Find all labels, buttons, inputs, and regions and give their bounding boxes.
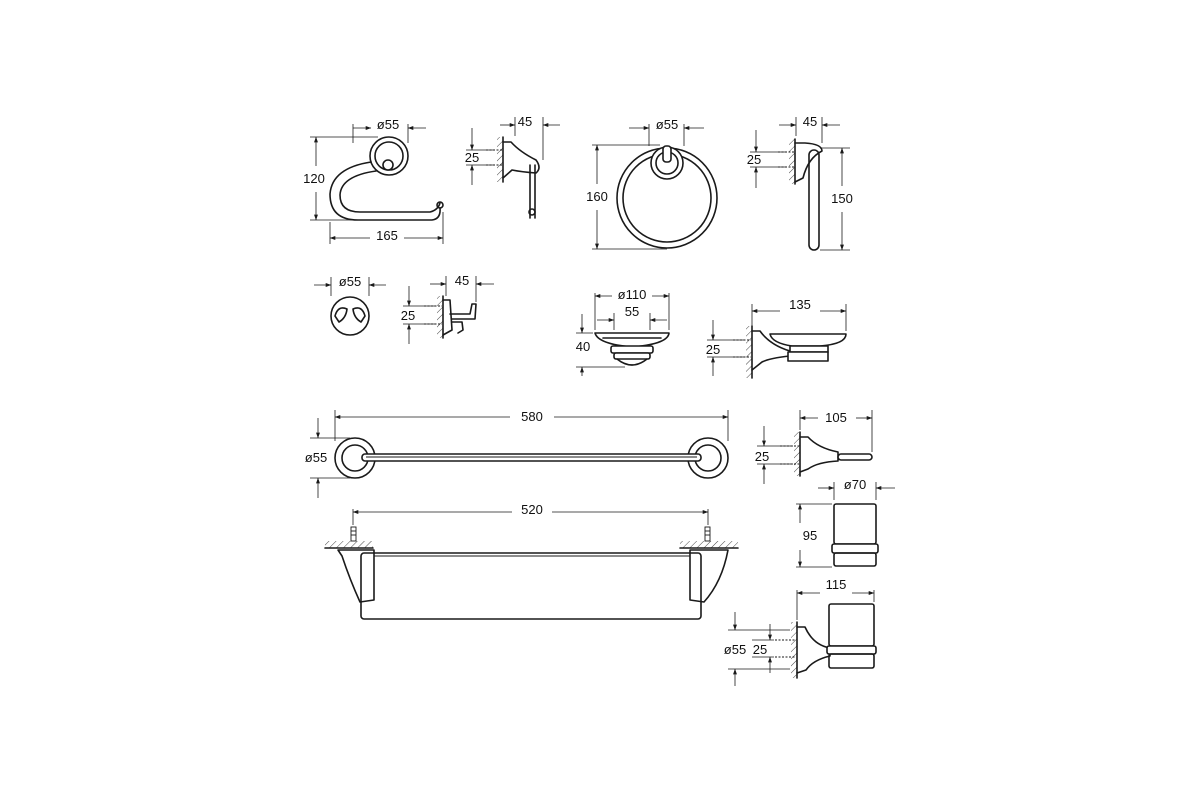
robe-hook-side-depth-label: 45 <box>455 273 469 288</box>
towel-rail-side: 105 25 <box>755 410 873 484</box>
paper-holder-side-fixing-label: 25 <box>465 150 479 165</box>
soap-dish-side-fixing-label: 25 <box>706 342 720 357</box>
robe-hook-front: ø55 <box>314 274 386 336</box>
paper-holder-front: ø55 120 165 <box>303 117 444 244</box>
paper-holder-diameter-label: ø55 <box>377 117 399 132</box>
tumbler-diameter-label: ø70 <box>844 477 866 492</box>
towel-ring-side-fixing-label: 25 <box>747 152 761 167</box>
robe-hook-side: 45 25 <box>401 273 494 344</box>
shelf-fixing-distance-label: 520 <box>521 502 543 517</box>
robe-hook-diameter-label: ø55 <box>339 274 361 289</box>
tumbler-holder-depth-label: 115 <box>826 577 847 592</box>
soap-dish-side-depth-label: 135 <box>789 297 811 312</box>
soap-dish-side: 135 25 <box>706 297 847 379</box>
paper-holder-side-depth-label: 45 <box>518 114 532 129</box>
towel-rail-front: 580 ø55 <box>305 409 729 498</box>
towel-ring-diameter-label: ø55 <box>656 117 678 132</box>
towel-rail-side-fixing-label: 25 <box>755 449 769 464</box>
paper-holder-height-label: 120 <box>303 171 325 186</box>
soap-dish-front: ø110 55 40 <box>576 287 670 376</box>
paper-holder-side: 45 25 <box>465 114 560 219</box>
soap-dish-base-label: 55 <box>625 304 639 319</box>
towel-ring-side-depth-label: 45 <box>803 114 817 129</box>
towel-ring-side: 45 25 150 <box>747 114 853 251</box>
towel-rail-side-depth-label: 105 <box>825 410 847 425</box>
towel-rail-diameter-label: ø55 <box>305 450 327 465</box>
tumbler-height-label: 95 <box>803 528 817 543</box>
tumbler-holder-side: 115 ø55 25 <box>724 577 877 686</box>
soap-dish-diameter-label: ø110 <box>618 287 647 302</box>
glass-shelf: 520 <box>324 502 739 620</box>
towel-ring-height-label: 160 <box>586 189 608 204</box>
towel-ring-side-height-label: 150 <box>831 191 853 206</box>
tumbler: ø70 95 <box>796 477 895 568</box>
paper-holder-width-label: 165 <box>376 228 398 243</box>
tumbler-holder-fixing-label: 25 <box>753 642 767 657</box>
tumbler-holder-diameter-label: ø55 <box>724 642 746 657</box>
towel-rail-length-label: 580 <box>521 409 543 424</box>
robe-hook-side-fixing-label: 25 <box>401 308 415 323</box>
towel-ring-front: ø55 160 <box>586 117 718 250</box>
soap-dish-height-label: 40 <box>576 339 590 354</box>
